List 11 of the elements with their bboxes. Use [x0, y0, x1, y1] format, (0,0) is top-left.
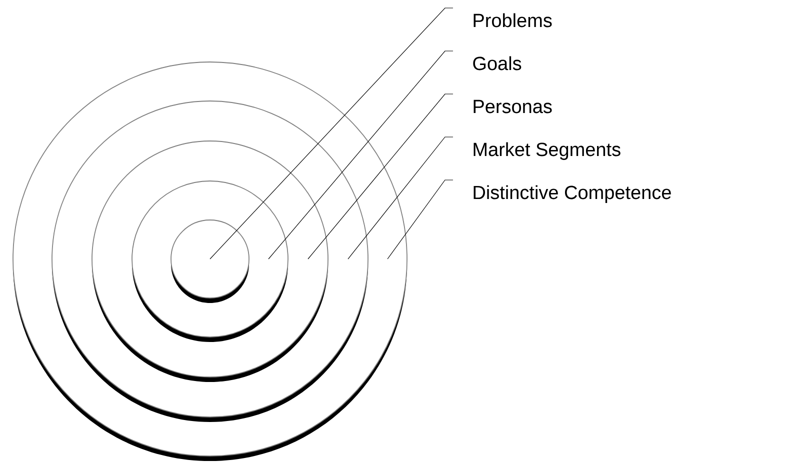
leader-line: [308, 94, 454, 260]
leader-line: [268, 50, 454, 260]
label-text: Goals: [473, 56, 522, 70]
ring: [170, 220, 250, 303]
leader-line: [210, 8, 454, 260]
label-text: Distinctive Competence: [474, 185, 671, 203]
label-text: Market Segments: [474, 142, 620, 160]
label-text: Personas: [474, 100, 552, 114]
leader-line: [348, 136, 454, 260]
label-text: Problems: [474, 13, 552, 28]
leader-line: [387, 180, 454, 260]
